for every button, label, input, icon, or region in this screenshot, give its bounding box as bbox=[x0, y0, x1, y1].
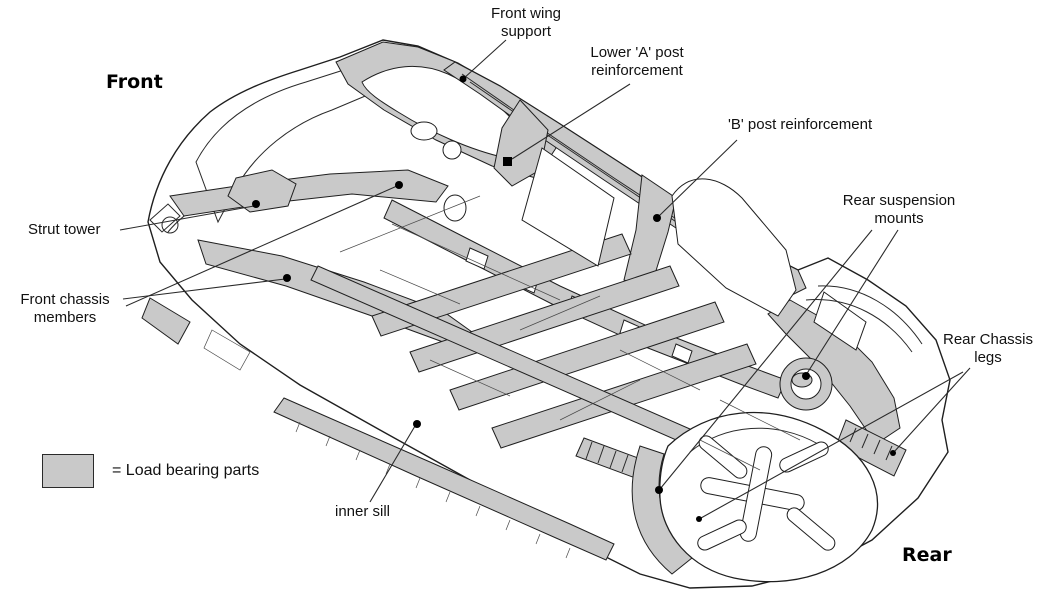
leader-rear-chassis-leg-1 bbox=[893, 367, 971, 453]
label-b-post-reinforcement: 'B' post reinforcement bbox=[728, 116, 873, 133]
leader-front-chassis-member-2 bbox=[125, 185, 398, 307]
legend-load-bearing-swatch bbox=[42, 454, 94, 488]
leader-b-post bbox=[658, 139, 738, 217]
leader-rear-suspension-mount-1 bbox=[805, 229, 899, 376]
inner-sill-load-bearing bbox=[273, 397, 615, 561]
leader-front-wing-support bbox=[462, 39, 507, 80]
floor-crossmembers-load-bearing bbox=[310, 233, 757, 451]
label-rear-suspension-mounts: Rear suspension mounts bbox=[842, 192, 956, 228]
leader-rear-suspension-mount-2 bbox=[659, 229, 873, 490]
rear-wheel-well bbox=[659, 285, 923, 583]
label-front-wing-support: Front wing support bbox=[490, 5, 562, 41]
marker-front-chassis-member-2 bbox=[395, 181, 403, 189]
marker-rear-chassis-leg-2 bbox=[696, 516, 702, 522]
label-inner-sill: inner sill bbox=[335, 503, 391, 520]
label-front-chassis-members: Front chassis members bbox=[20, 291, 110, 327]
label-rear-chassis-legs: Rear Chassis legs bbox=[942, 331, 1034, 367]
leader-lower-a-post bbox=[511, 83, 631, 160]
marker-strut-tower bbox=[252, 200, 260, 208]
orientation-front-label: Front bbox=[106, 71, 163, 93]
legend-load-bearing-text: = Load bearing parts bbox=[112, 462, 260, 479]
orientation-rear-label: Rear bbox=[902, 544, 952, 566]
panel-detail-lines bbox=[203, 195, 801, 471]
marker-front-chassis-member bbox=[283, 274, 291, 282]
leader-inner-sill bbox=[369, 425, 416, 503]
label-lower-a-post-reinforcement: Lower 'A' post reinforcement bbox=[590, 44, 684, 80]
callout-markers bbox=[252, 75, 896, 522]
marker-rear-chassis-leg-1 bbox=[890, 450, 896, 456]
marker-inner-sill bbox=[413, 420, 421, 428]
leader-lines bbox=[119, 39, 971, 519]
marker-rear-suspension-mount-1 bbox=[802, 372, 810, 380]
marker-b-post bbox=[653, 214, 661, 222]
strut-tower-load-bearing bbox=[227, 169, 297, 213]
label-strut-tower: Strut tower bbox=[28, 221, 101, 238]
marker-rear-suspension-mount-2 bbox=[655, 486, 663, 494]
leader-strut-tower bbox=[119, 205, 255, 231]
marker-front-wing-support bbox=[459, 75, 467, 83]
marker-lower-a-post bbox=[503, 157, 512, 166]
leader-rear-chassis-leg-2 bbox=[700, 371, 964, 519]
